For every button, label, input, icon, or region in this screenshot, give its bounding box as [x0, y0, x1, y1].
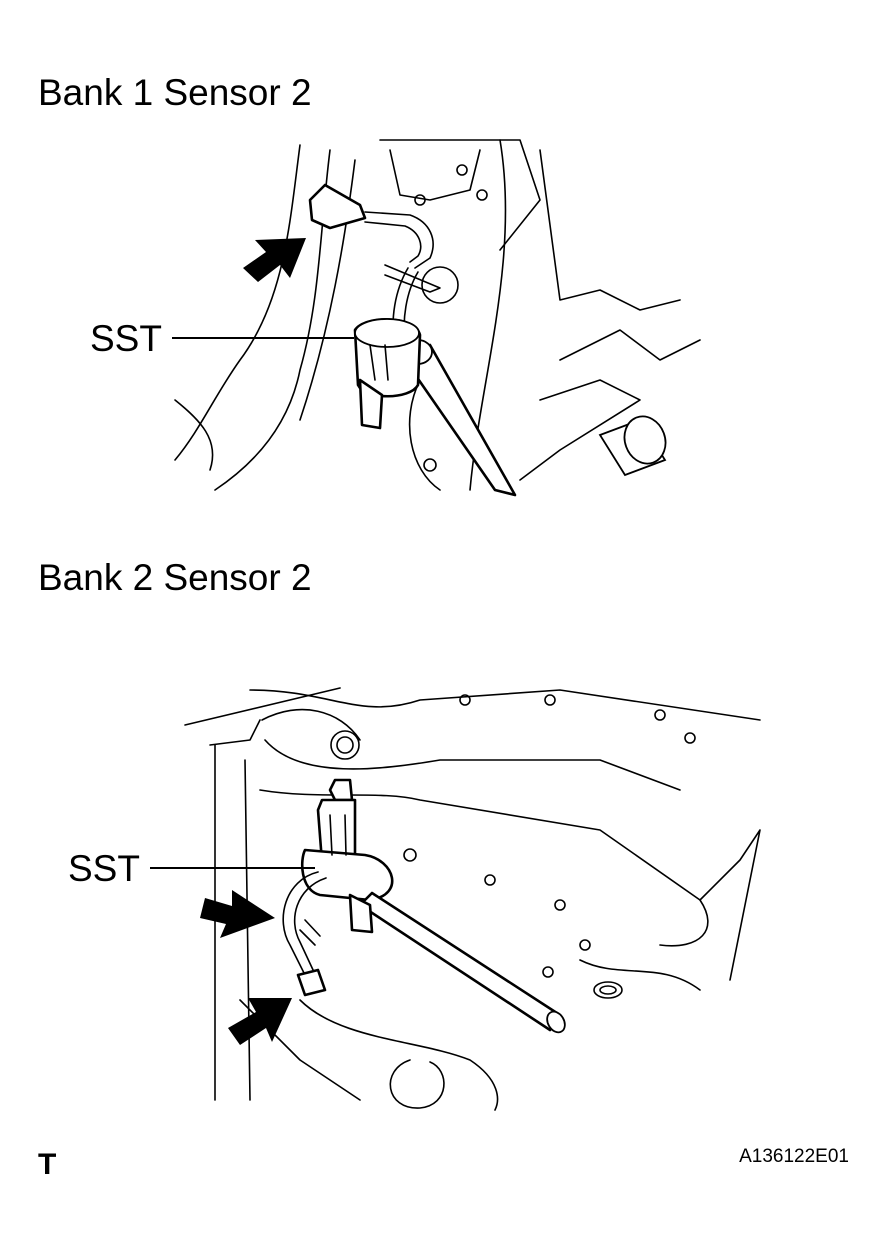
panel2-sst-tool: [300, 778, 566, 1034]
panel2-engine-outline: [184, 687, 761, 1111]
arrow-icon: [200, 890, 275, 938]
panel1-engine-outline: [174, 139, 701, 491]
arrow-icon: [228, 998, 292, 1045]
figure-id: A136122E01: [739, 1146, 849, 1167]
panel2-sst-label: SST: [68, 848, 140, 889]
corner-mark: T: [38, 1148, 57, 1181]
panel2-title: Bank 2 Sensor 2: [38, 557, 312, 598]
panel1-sst-label: SST: [90, 318, 162, 359]
panel2-illustration: [150, 687, 761, 1111]
arrow-icon: [243, 238, 306, 282]
panel1-title: Bank 1 Sensor 2: [38, 72, 312, 113]
panel2-sensor-wire: [282, 871, 327, 997]
panel1-illustration: [172, 139, 701, 497]
panel1-sst-tool: [353, 318, 517, 497]
